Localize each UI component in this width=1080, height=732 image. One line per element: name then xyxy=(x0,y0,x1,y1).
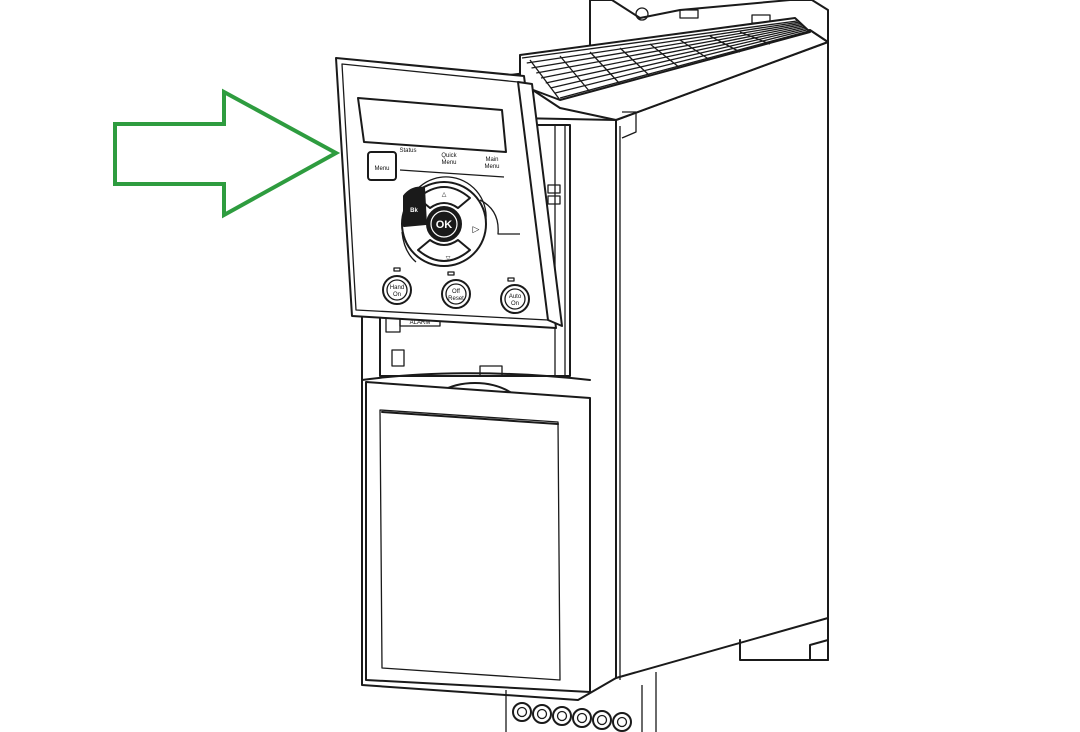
ok-label: OK xyxy=(436,219,453,231)
vent-slat xyxy=(531,22,801,69)
main-menu-label-2: Menu xyxy=(484,164,499,170)
quick-menu-label-1: Quick xyxy=(441,153,457,159)
vent-rib xyxy=(529,59,561,101)
terminal-screw xyxy=(532,704,552,724)
terminal-screw xyxy=(592,710,612,730)
front-cover xyxy=(365,381,591,693)
vent-slat xyxy=(536,24,802,74)
vent-rib xyxy=(709,35,741,53)
vent-slat xyxy=(521,20,798,59)
quick-menu-label-2: Menu xyxy=(441,160,456,166)
vent-rib xyxy=(589,51,621,85)
navigation-pad: △ ▽ Bk OK ▷ xyxy=(401,176,487,267)
status-label: Status xyxy=(399,148,416,154)
back-button[interactable]: Bk xyxy=(403,186,427,227)
hand-on-button[interactable]: Hand On xyxy=(382,275,412,305)
vent-rib xyxy=(559,55,591,93)
vent-slat xyxy=(559,30,810,99)
green-arrow-icon xyxy=(113,88,341,219)
auto-on-label-2: On xyxy=(511,301,519,307)
alarm-label: ALARM xyxy=(410,320,431,326)
nav-down-button[interactable] xyxy=(417,239,471,262)
nav-up-button[interactable] xyxy=(417,186,471,209)
menu-button-label: Menu xyxy=(374,166,389,172)
vent-slat xyxy=(555,29,808,94)
hand-on-label-2: On xyxy=(393,292,401,298)
vent-rib xyxy=(649,43,681,69)
vent-rib xyxy=(679,39,711,61)
vent-slat xyxy=(526,21,799,64)
right-arrow-icon[interactable]: ▷ xyxy=(473,224,480,234)
auto-on-label-1: Auto xyxy=(509,294,522,300)
vent-rib xyxy=(739,31,771,45)
terminal-screw xyxy=(512,702,532,722)
main-menu-label-1: Main xyxy=(485,157,498,163)
back-icon: Bk xyxy=(410,208,418,214)
hand-on-label-1: Hand xyxy=(390,285,404,291)
auto-on-button[interactable]: Auto On xyxy=(500,284,530,314)
menu-button[interactable]: Menu xyxy=(367,151,397,181)
terminal-screw xyxy=(612,712,632,732)
lcd-display xyxy=(357,97,507,153)
vent-slat xyxy=(550,27,807,89)
up-arrow-icon: △ xyxy=(442,192,447,198)
terminal-block xyxy=(505,672,657,732)
off-reset-label-2: Reset xyxy=(448,296,464,302)
off-reset-label-1: Off xyxy=(452,289,460,295)
terminal-screw xyxy=(552,706,572,726)
ok-button[interactable]: OK xyxy=(426,206,462,242)
vent-slat xyxy=(545,26,805,84)
off-reset-button[interactable]: Off Reset xyxy=(441,279,471,309)
vent-rib xyxy=(619,47,651,77)
control-panel: Status Quick Menu Main Menu Menu △ ▽ Bk xyxy=(335,57,563,329)
vent-slat xyxy=(540,25,804,79)
terminal-screw xyxy=(572,708,592,728)
down-arrow-icon: ▽ xyxy=(446,256,451,262)
